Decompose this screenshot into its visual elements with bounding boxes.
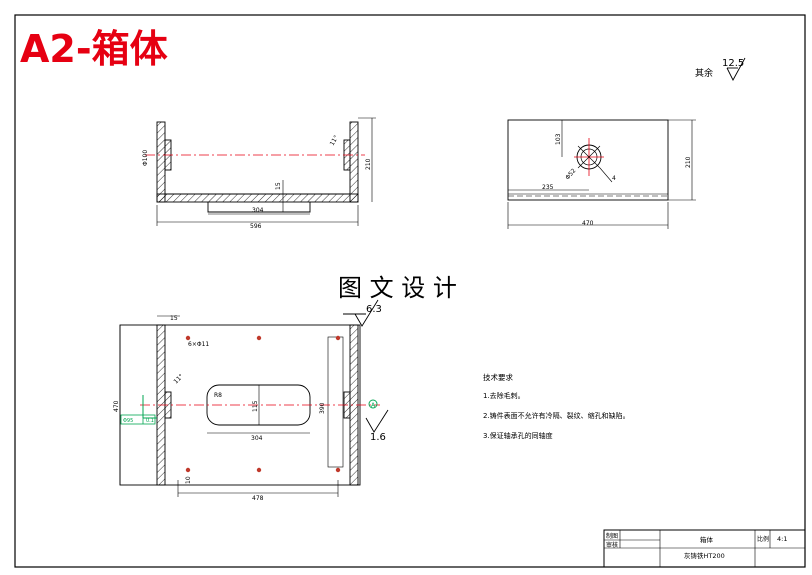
tech-item-3: 3.保证轴承孔的同轴度 [483,431,553,440]
front-floor [156,193,359,203]
front-dim-height: 210 [365,158,372,170]
datum-a: Φ95 0.1 A [120,395,378,425]
roughness-hole: 1.6 [370,432,386,443]
datum-tol: 0.1 [146,418,154,424]
side-dim-hole-dia: Φ52 [564,167,577,181]
side-outline [507,119,669,201]
datum-letter: A [371,402,376,409]
tech-item-2: 2.铸件表面不允许有冷隔、裂纹、缩孔和缺陷。 [483,411,630,420]
side-dim-height: 210 [685,156,692,168]
front-dim-chamfer: 11° [329,134,340,147]
front-view: 596 304 210 15 Φ100 11° [142,117,376,230]
front-dim-inner: 304 [252,207,264,214]
side-dim-width: 470 [582,220,594,227]
drawing-title: A2-箱体 [20,27,168,71]
tb-check: 审核 [606,541,618,549]
top-dim-wall: 15 [170,315,178,322]
front-left-wall [156,121,166,203]
tb-part: 箱体 [700,535,714,544]
tb-material: 灰铸铁HT200 [684,551,725,560]
top-dim-depth: 470 [113,400,120,412]
roughness-other-value: 12.5 [722,58,744,69]
tb-scale-label: 比例 [757,535,769,543]
top-dim-slot-length: 304 [251,435,263,442]
front-right-wall [349,121,359,203]
tech-requirements: 技术要求 1.去除毛刺。 2.铸件表面不允许有冷隔、裂纹、缩孔和缺陷。 3.保证… [483,372,630,440]
top-dim-bottom-width: 478 [252,495,264,502]
top-dim-slot-height: 115 [252,400,259,412]
datum-bore: Φ95 [123,418,133,424]
front-dim-overall: 596 [250,223,262,230]
title-block: 制图 审核 箱体 比例 4:1 灰铸铁HT200 [603,529,806,568]
roughness-other-label: 其余 [695,67,713,79]
roughness-other: 其余 12.5 [695,57,746,81]
front-dim-hole: Φ100 [142,150,149,166]
top-view: 15 6×Φ11 304 115 R8 390 470 478 10 11° Φ… [113,299,389,502]
watermark-text: 图 文 设 计 [338,274,457,302]
tb-draw: 制图 [606,532,618,540]
side-dim-bolt: 4 [612,175,616,182]
side-dim-offset: 235 [542,184,554,191]
front-dim-floor: 15 [275,182,282,190]
tb-scale: 4:1 [777,535,787,543]
side-dim-hole-height: 103 [555,133,562,145]
sheet-border [14,14,806,568]
tech-item-1: 1.去除毛刺。 [483,391,525,400]
roughness-top: 6.3 [366,304,382,315]
top-dim-slot-radius: R8 [214,392,222,399]
top-dim-angle: 11° [172,373,184,385]
top-dim-edge: 10 [185,476,192,484]
top-dim-bolts: 6×Φ11 [188,341,209,348]
tech-heading: 技术要求 [483,372,513,382]
top-dim-inner-height: 390 [319,402,326,414]
side-view: 235 470 210 103 Φ52 4 [507,119,696,229]
